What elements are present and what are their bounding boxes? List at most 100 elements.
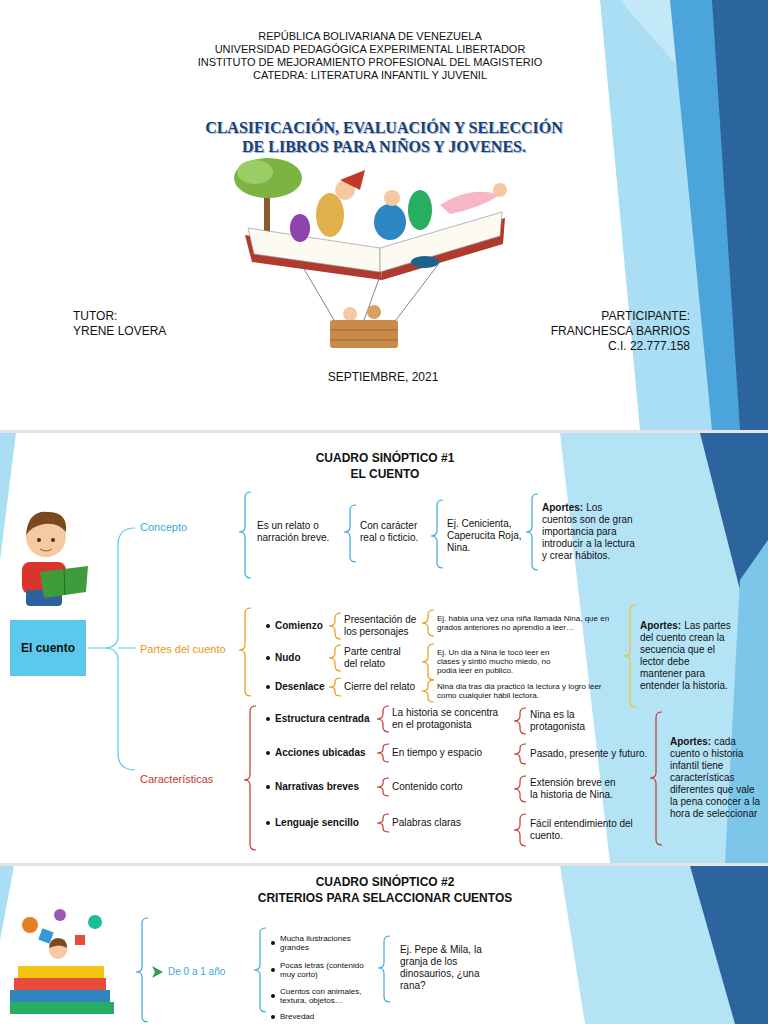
bracket [239,608,251,696]
text-label: CUADRO SINÓPTICO #1 [316,451,455,465]
text-label: Ej. Pepe & Mila, la granja de los dinosa… [400,944,482,991]
text-block: Contenido corto [392,781,463,793]
bullet-dot [266,785,270,789]
text-label: Pocas letras (contenido muy corto) [280,961,364,979]
text-block: Comienzo [275,620,323,632]
bullet-dot [271,994,275,998]
text-label: Pasado, presente y futuro. [530,748,647,759]
title: CLASIFICACIÓN, EVALUACIÓN Y SELECCIÓN DE… [205,119,563,155]
bracket [344,505,356,562]
text-label: Palabras claras [392,817,461,828]
text-label: INSTITUTO DE MEJORAMIENTO PROFESIONAL DE… [198,56,543,68]
text-label: Partes del cuento [140,643,226,655]
bracket [431,500,443,568]
text-block: Partes del cuento [140,643,226,656]
bullet-dot [266,685,270,689]
text-label: Presentación de los personajes [344,614,416,637]
text-block: Aportes:Los cuentos son de gran importan… [542,502,638,562]
text-label: cada cuento o historia infantil tiene ca… [670,736,760,819]
text-label: Lenguaje sencillo [275,817,359,828]
bullet-dot [271,1015,275,1019]
text-block: Pasado, presente y futuro. [530,748,647,760]
bullet-dot [271,941,275,945]
topic-box: El cuento [10,620,86,676]
bullet-dot [266,821,270,825]
bracket [377,778,389,796]
text-block: Ej. habia una vez una niña llamada Nina,… [437,614,617,632]
text-block: En tiempo y espacio [392,747,482,759]
text-label: C.I. 22.777.158 [608,339,690,353]
text-label: Es un relato o narración breve. [257,520,329,543]
text-label: Extensión breve en la historia de Nina. [530,777,616,800]
text-label: TUTOR: [73,309,117,323]
text-block: Concepto [140,521,187,534]
bracket [422,680,434,702]
text-label: Cierre del relato [344,681,415,692]
text-label: Características [140,773,213,785]
text-block: Nina dia tras dia practicó la lectura y … [437,682,617,700]
text-block: Fácil entendimiento del cuento. [530,818,642,842]
text-block: De 0 a 1 año [168,966,225,978]
text-label: Aportes: [542,502,583,513]
bracket [377,744,389,762]
text-label: Aportes: [640,620,681,631]
text-block: Narrativas breves [275,781,359,793]
text-label: Comienzo [275,620,323,631]
text-block: Ej. Un dia a Nina le tocó leer en clases… [437,648,557,676]
bracket [329,678,341,696]
bullet-dot [266,624,270,628]
bracket [136,918,148,1022]
text-block: YRENE LOVERA [73,324,166,338]
text-label: Mucha ilustraciones grandes [280,934,351,952]
text-label: Estructura centrada [275,713,369,724]
bullet-dot [266,717,270,721]
bracket [624,605,636,707]
text-label: Nina dia tras dia practicó la lectura y … [437,682,602,700]
topic-text: El cuento [21,641,75,655]
text-label: Brevedad [280,1012,314,1021]
text-block: Es un relato o narración breve. [257,520,343,544]
text-block: TUTOR: [73,309,117,323]
bracket [104,528,135,770]
text-label: REPÚBLICA BOLIVARIANA DE VENEZUELA [258,30,482,42]
bracket [88,647,136,648]
text-label: Fácil entendimiento del cuento. [530,818,633,841]
text-label: Cuentos con animales, textura, objetos… [280,987,361,1005]
arrow-bullet [152,966,163,978]
bracket [377,814,389,832]
text-label: Con carácter real o ficticio. [360,520,418,543]
text-label: PARTICIPANTE: [601,309,690,323]
text-label: Aportes: [670,736,711,747]
text-label: De 0 a 1 año [168,966,225,977]
bracket [514,814,526,846]
text-label: En tiempo y espacio [392,747,482,758]
bracket [514,776,526,802]
bullet-dot [271,968,275,972]
bracket [244,706,256,850]
bracket [329,613,341,639]
text-label: CRITERIOS PARA SELACCIONAR CUENTOS [258,891,512,905]
text-block: Parte central del relato [344,646,406,670]
text-label: Ej. habia una vez una niña llamada Nina,… [437,614,609,632]
text-label: Parte central del relato [344,646,401,669]
text-label: UNIVERSIDAD PEDAGÓGICA EXPERIMENTAL LIBE… [215,43,526,55]
text-label: CATEDRA: LITERATURA INFANTIL Y JUVENIL [253,69,487,81]
text-label: Contenido corto [392,781,463,792]
text-block: Lenguaje sencillo [275,817,359,829]
bracket [514,744,526,764]
text-label: Ej. Un dia a Nina le tocó leer en clases… [437,648,550,675]
bracket [254,928,266,1012]
bracket [422,644,434,680]
title-block: CLASIFICACIÓN, EVALUACIÓN Y SELECCIÓN DE… [197,118,571,156]
text-block: PARTICIPANTE: [450,309,690,323]
boy-reading-illustration [22,512,88,606]
bullet-dot [266,751,270,755]
bracket [329,645,341,671]
bracket [239,492,251,578]
text-label: Ej. Cenicienta, Caperucita Roja, Nina. [447,518,521,553]
text-label: YRENE LOVERA [73,324,166,338]
text-block: INSTITUTO DE MEJORAMIENTO PROFESIONAL DE… [70,56,670,69]
text-label: Nudo [275,652,301,663]
bracket [377,706,389,732]
